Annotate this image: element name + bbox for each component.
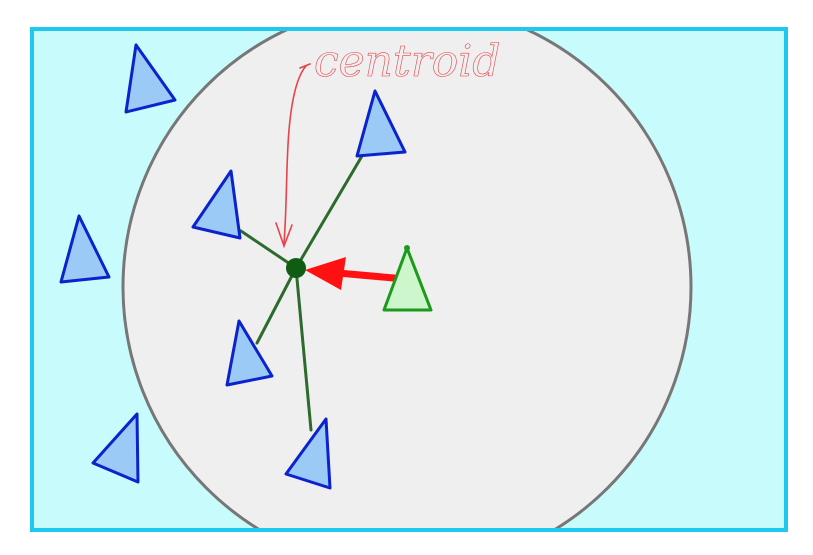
link-line bbox=[294, 154, 364, 270]
other-boid bbox=[59, 214, 111, 284]
neighbor-boids bbox=[191, 89, 407, 490]
link-line bbox=[255, 266, 298, 345]
world-frame-border bbox=[30, 27, 788, 532]
centroid-label: centroid bbox=[314, 36, 500, 87]
neighbor-links bbox=[239, 154, 364, 432]
other-boids bbox=[59, 43, 177, 484]
link-line bbox=[239, 229, 298, 270]
annotation-arrow bbox=[275, 63, 311, 249]
neighbor-boid bbox=[191, 169, 242, 240]
neighbor-boid bbox=[284, 417, 332, 490]
link-line bbox=[294, 266, 313, 432]
neighbor-boid bbox=[355, 89, 407, 158]
neighbor-boid bbox=[225, 319, 274, 387]
centroid-point bbox=[286, 258, 306, 278]
current-agent bbox=[382, 246, 433, 312]
other-boid bbox=[124, 43, 177, 114]
agent-heading-dot bbox=[404, 245, 410, 251]
other-boid bbox=[91, 412, 140, 484]
steering-arrow bbox=[305, 257, 398, 290]
